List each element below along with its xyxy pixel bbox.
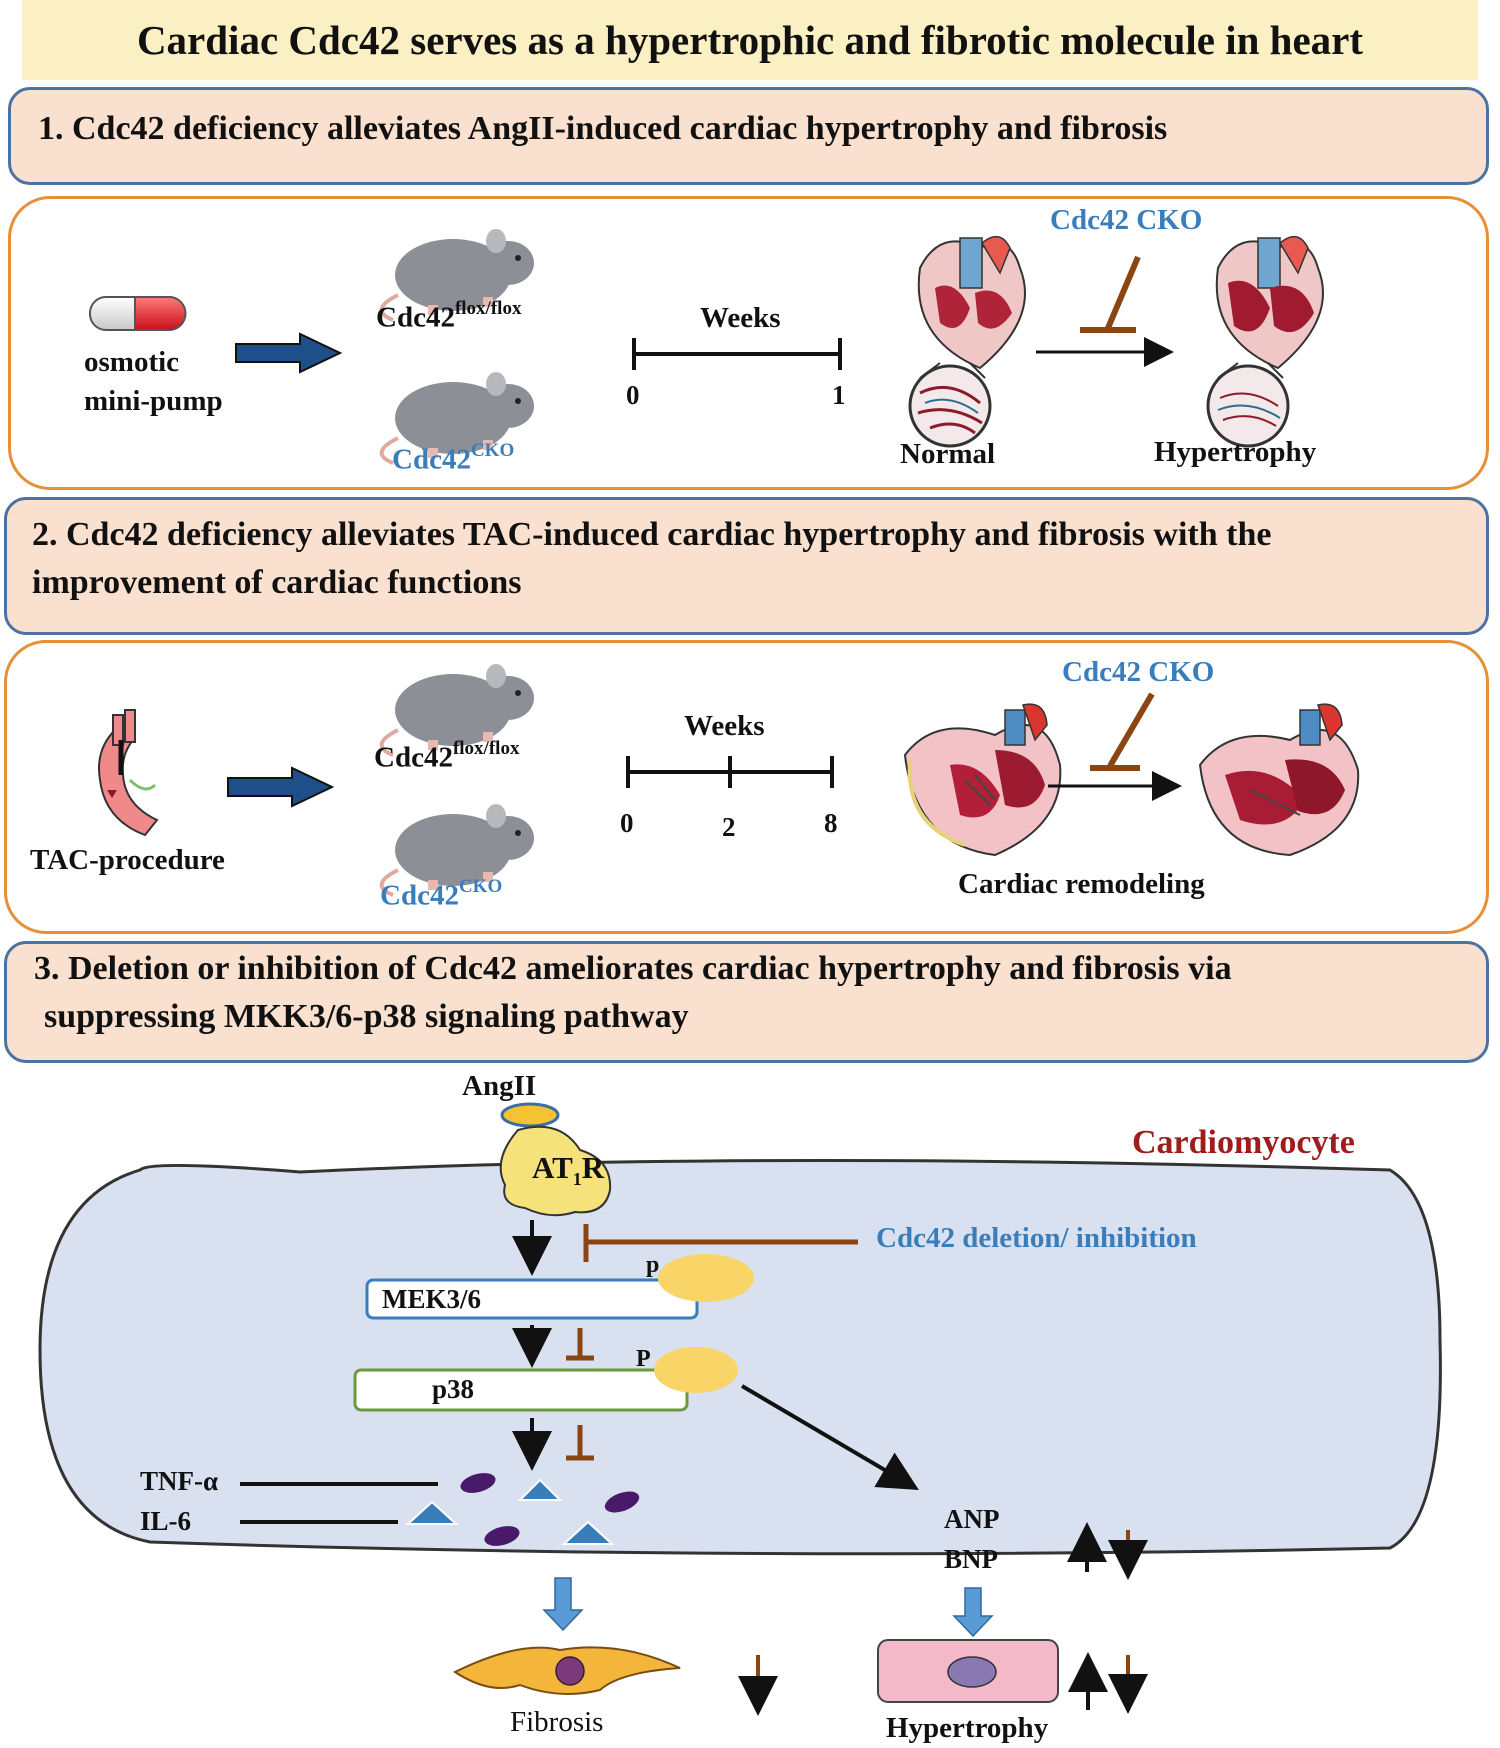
timeline2-tick-2: 2 <box>722 812 736 842</box>
mouse-icon <box>379 229 534 322</box>
section-1-heading: 1. Cdc42 deficiency alleviates AngII-ind… <box>38 110 1168 147</box>
pump-label-line2: mini-pump <box>84 385 223 417</box>
timeline2-tick-8: 8 <box>824 808 838 838</box>
mouse-icon <box>379 372 534 465</box>
mouse-flox-label-2: Cdc42flox/flox <box>374 738 520 774</box>
timeline1-tick-0: 0 <box>626 380 640 410</box>
mouse-icon <box>379 804 534 897</box>
cytokine-triangle-icon <box>561 1520 615 1545</box>
cytokine-triangle-icon <box>517 1478 563 1501</box>
heart-hypertrophy-icon <box>1206 235 1324 448</box>
panel1-arrow-icon <box>235 332 343 374</box>
mek-phospho-label: p <box>646 1252 660 1278</box>
p38-phospho-icon <box>654 1347 738 1393</box>
tnf-alpha-label: TNF-α <box>140 1466 219 1496</box>
section-2-heading-line2: improvement of cardiac functions <box>32 564 522 601</box>
section-2-heading-line1: 2. Cdc42 deficiency alleviates TAC-induc… <box>32 516 1272 553</box>
panel2-inhibitor-icon <box>1090 692 1155 771</box>
hypertrophy-block-arrow-icon <box>952 1587 994 1638</box>
panel1-inhibitor-icon <box>1080 255 1141 333</box>
il6-label: IL-6 <box>140 1506 192 1536</box>
cytokine-oval-icon <box>604 1491 640 1513</box>
mouse-icon <box>379 664 534 757</box>
mek-label: MEK3/6 <box>382 1284 481 1314</box>
p38-box <box>353 1368 689 1412</box>
mouse-flox-label: Cdc42flox/flox <box>376 298 522 334</box>
angii-ligand-icon <box>500 1102 560 1128</box>
cytokine-triangle-icon <box>405 1500 459 1525</box>
inhibit-mek-p38 <box>566 1328 594 1361</box>
section-2-header <box>4 497 1489 635</box>
arrow-p38-anp <box>740 1384 919 1491</box>
panel2-inhibitor-label: Cdc42 CKO <box>1062 656 1215 688</box>
cardiomyocyte-cell <box>38 1158 1442 1556</box>
section-3-header <box>4 941 1489 1063</box>
heart-section-icon <box>903 703 1062 857</box>
timeline2-label: Weeks <box>684 710 765 742</box>
hypertrophy-label: Hypertrophy <box>886 1712 1049 1744</box>
p38-phospho-label: P <box>636 1346 651 1372</box>
timeline1-tick-1: 1 <box>832 380 846 410</box>
fibrosis-block-arrow-icon <box>542 1577 584 1632</box>
timeline2-tick-0: 0 <box>620 808 634 838</box>
at1r-receptor-icon <box>499 1125 612 1217</box>
panel1-inhibitor-label: Cdc42 CKO <box>1050 204 1203 236</box>
cardiac-remodeling-label: Cardiac remodeling <box>958 868 1205 900</box>
title-banner <box>22 0 1478 80</box>
cdc42-inhibition-label: Cdc42 deletion/ inhibition <box>876 1222 1197 1254</box>
mouse-cko-label: Cdc42CKO <box>392 440 515 476</box>
panel2-arrow-icon <box>227 766 335 808</box>
fibrosis-label: Fibrosis <box>510 1706 604 1738</box>
tac-procedure-label: TAC-procedure <box>30 844 225 876</box>
angii-label: AngII <box>462 1070 537 1102</box>
inhibit-cdc42-at1r <box>583 1224 858 1262</box>
cytokine-oval-icon <box>484 1526 520 1546</box>
section-3-heading-line2: suppressing MKK3/6-p38 signaling pathway <box>44 998 689 1035</box>
heart-remodeled-icon <box>1198 703 1360 857</box>
timeline-1 <box>632 338 842 370</box>
page-title: Cardiac Cdc42 serves as a hypertrophic a… <box>136 17 1364 63</box>
section-1-header <box>8 87 1489 185</box>
heart-normal-icon <box>908 235 1026 448</box>
at1r-label: AT1R <box>532 1150 605 1190</box>
timeline1-label: Weeks <box>700 302 781 334</box>
heart-normal-label: Normal <box>900 438 996 470</box>
timeline-2 <box>626 756 834 788</box>
mek-phospho-icon <box>658 1254 754 1302</box>
cardiomyocyte-label: Cardiomyocyte <box>1132 1124 1355 1161</box>
pump-label-line1: osmotic <box>84 346 180 378</box>
section-3-heading-line1: 3. Deletion or inhibition of Cdc42 ameli… <box>34 950 1232 987</box>
p38-label: p38 <box>432 1374 475 1404</box>
mouse-cko-label-2: Cdc42CKO <box>380 876 503 912</box>
anp-label: ANP <box>944 1504 1000 1534</box>
aorta-icon <box>98 709 159 837</box>
cytokine-oval-icon <box>460 1473 496 1493</box>
inhibit-p38-cytokines <box>566 1425 594 1461</box>
pump-capsule-icon <box>89 296 187 331</box>
heart-hypertrophy-label: Hypertrophy <box>1154 436 1317 468</box>
bnp-label: BNP <box>944 1544 998 1574</box>
